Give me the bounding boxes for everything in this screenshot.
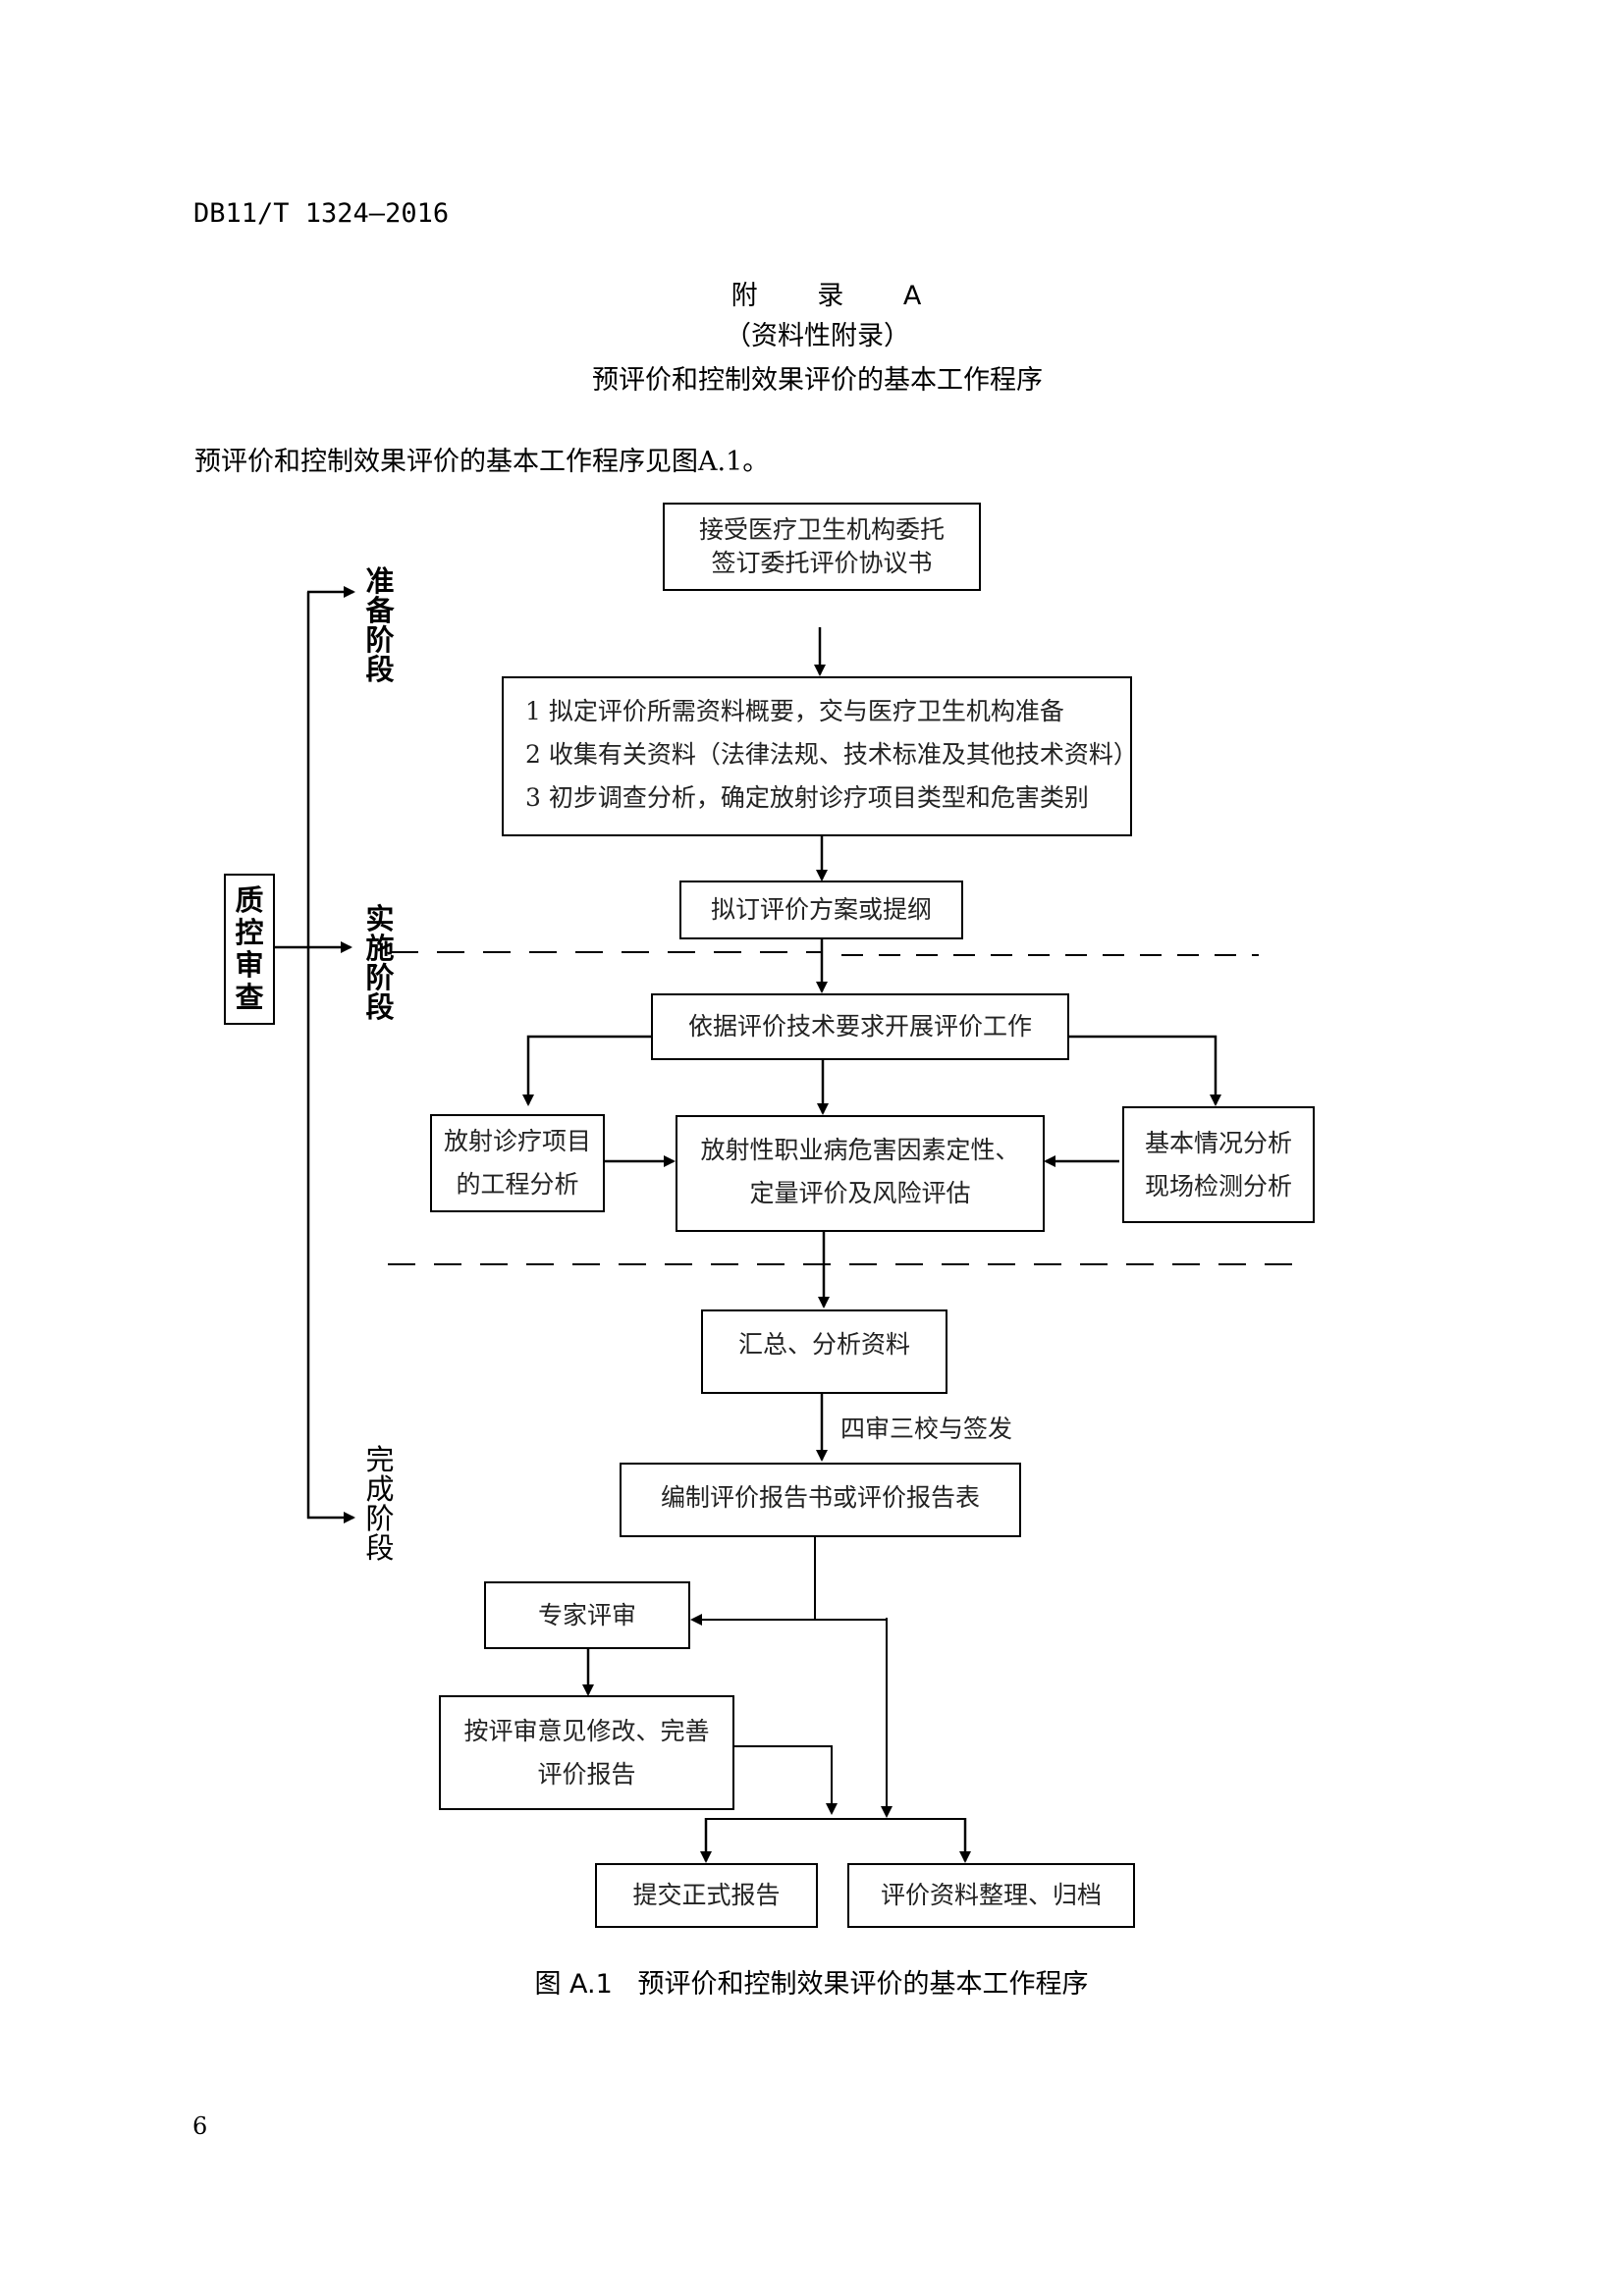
stage-label-implementation: 实 施 阶 段	[365, 904, 395, 1022]
node-text: 专家评审	[537, 1600, 636, 1629]
node-text: 签订委托评价协议书	[711, 549, 933, 577]
node-archive: 评价资料整理、归档	[847, 1863, 1135, 1928]
stage-char: 阶	[365, 961, 395, 994]
qc-char: 审	[235, 948, 264, 982]
node-text: 评价报告	[537, 1759, 636, 1789]
stage-char: 段	[365, 990, 395, 1024]
stage-label-completion: 完 成 阶 段	[365, 1445, 395, 1563]
node-accept-commission: 接受医疗卫生机构委托 签订委托评价协议书	[663, 503, 981, 591]
figure-caption: 图 A.1 预评价和控制效果评价的基本工作程序	[534, 1969, 1089, 2000]
qc-char: 查	[235, 981, 264, 1014]
document-code: DB11/T 1324—2016	[193, 198, 450, 229]
node-text: 依据评价技术要求开展评价工作	[687, 1012, 1032, 1041]
stage-char: 备	[365, 594, 395, 627]
review-signoff-label: 四审三校与签发	[840, 1415, 1013, 1443]
node-conduct-evaluation: 依据评价技术要求开展评价工作	[651, 993, 1069, 1060]
stage-char: 实	[365, 902, 395, 935]
arrow-conduct-to-engineering	[522, 1035, 651, 1106]
stage-char: 完	[365, 1443, 395, 1476]
page-number: 6	[192, 2112, 208, 2140]
stage-char: 段	[365, 653, 395, 686]
qc-char: 质	[235, 883, 264, 917]
node-text: 的工程分析	[456, 1170, 579, 1199]
stage-char: 施	[365, 932, 395, 965]
appendix-label: 附 录 A	[730, 281, 947, 311]
node-text: 基本情况分析	[1144, 1128, 1292, 1157]
arrow-revise-to-output	[733, 1745, 838, 1815]
node-draft-plan: 拟订评价方案或提纲	[679, 881, 963, 939]
node-text: 拟订评价方案或提纲	[710, 895, 932, 924]
stage-char: 阶	[365, 623, 395, 657]
step-item: 1 拟定评价所需资料概要，交与医疗卫生机构准备	[525, 697, 1064, 725]
node-compile-report: 编制评价报告书或评价报告表	[620, 1463, 1021, 1537]
step-item: 3 初步调查分析，确定放射诊疗项目类型和危害类别	[525, 783, 1089, 812]
appendix-type: （资料性附录）	[725, 321, 910, 351]
arrow-conduct-to-site	[1068, 1035, 1221, 1106]
node-text: 接受医疗卫生机构委托	[698, 515, 945, 544]
node-text: 评价资料整理、归档	[880, 1881, 1102, 1909]
node-text: 编制评价报告书或评价报告表	[660, 1483, 980, 1512]
node-text: 现场检测分析	[1144, 1171, 1292, 1201]
node-preparation-steps: 1 拟定评价所需资料概要，交与医疗卫生机构准备 2 收集有关资料（法律法规、技术…	[502, 676, 1138, 836]
node-hazard-evaluation: 放射性职业病危害因素定性、 定量评价及风险评估	[676, 1115, 1045, 1232]
appendix-title: 预评价和控制效果评价的基本工作程序	[592, 365, 1043, 396]
stage-label-preparation: 准 备 阶 段	[365, 566, 395, 684]
step-item: 2 收集有关资料（法律法规、技术标准及其他技术资料）	[525, 740, 1138, 769]
node-text: 提交正式报告	[632, 1881, 781, 1909]
quality-control-box: 质 控 审 查	[224, 874, 275, 1025]
stage-char: 成	[365, 1472, 395, 1506]
stage-char: 阶	[365, 1502, 395, 1535]
intro-paragraph: 预评价和控制效果评价的基本工作程序见图A.1。	[194, 447, 770, 477]
node-text: 放射性职业病危害因素定性、	[700, 1136, 1020, 1164]
node-text: 定量评价及风险评估	[749, 1179, 971, 1207]
node-text: 按评审意见修改、完善	[463, 1716, 710, 1745]
node-submit-report: 提交正式报告	[595, 1863, 818, 1928]
qc-char: 控	[235, 916, 264, 949]
node-engineering-analysis: 放射诊疗项目 的工程分析	[430, 1114, 605, 1212]
stage-char: 准	[365, 564, 395, 598]
node-expert-review: 专家评审	[484, 1581, 690, 1649]
node-site-analysis: 基本情况分析 现场检测分析	[1122, 1106, 1315, 1223]
node-summarize: 汇总、分析资料	[701, 1309, 947, 1394]
stage-char: 段	[365, 1531, 395, 1565]
node-text: 汇总、分析资料	[737, 1330, 910, 1359]
node-revise-report: 按评审意见修改、完善 评价报告	[439, 1695, 734, 1810]
node-text: 放射诊疗项目	[443, 1127, 591, 1155]
